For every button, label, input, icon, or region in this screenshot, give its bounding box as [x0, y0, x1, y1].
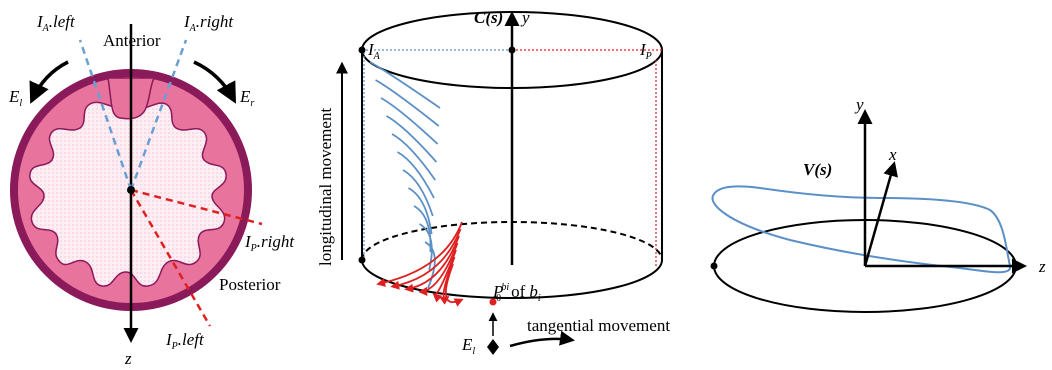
- blue-curve: [397, 151, 435, 199]
- blue-curve: [408, 187, 433, 235]
- y-label-cylinder: y: [520, 8, 530, 27]
- red-curve: [444, 263, 464, 307]
- er-arrow: [193, 60, 236, 104]
- blue-curve: [386, 115, 438, 163]
- top-center-point: [508, 46, 516, 54]
- ia-left-line: [78, 39, 133, 191]
- anterior-label: Anterior: [103, 31, 161, 50]
- ia-right-label: IA.right: [183, 12, 234, 34]
- z-label: z: [124, 349, 132, 368]
- bottom-ellipse-front: [361, 259, 663, 299]
- el-diamond: [487, 339, 499, 355]
- ia-point: [358, 46, 366, 54]
- contour-v: [711, 185, 1011, 274]
- x-axis-3d: [863, 161, 898, 267]
- panel-contour: V(s) y x z: [710, 95, 1046, 313]
- x-label-3d: x: [888, 145, 897, 164]
- red-curves: [376, 221, 464, 307]
- cs-label: C(s): [474, 8, 503, 27]
- red-curve: [432, 249, 457, 303]
- posterior-label: Posterior: [219, 275, 281, 294]
- ip-left-label: IP.left: [165, 330, 205, 352]
- tangential-arrow: [509, 330, 575, 348]
- y-label-3d: y: [854, 95, 864, 114]
- el-arrow: [29, 60, 69, 104]
- tangential-label: tangential movement: [527, 316, 670, 335]
- el-label-cylinder: El: [461, 335, 475, 357]
- contour-start-point: [710, 262, 718, 270]
- el-label: El: [8, 87, 22, 109]
- vs-label: V(s): [803, 160, 832, 179]
- red-curve: [418, 242, 459, 296]
- p0-point: [489, 298, 497, 306]
- ip-right-label: IP.right: [244, 232, 295, 254]
- z-label-3d: z: [1038, 257, 1046, 276]
- ip-left-line: [129, 189, 212, 327]
- lumen: [29, 101, 227, 287]
- ip-label-cylinder: IP: [639, 40, 652, 62]
- ia-label-cylinder: IA: [367, 40, 381, 62]
- er-label: Er: [239, 87, 254, 109]
- blue-curve: [375, 79, 440, 127]
- panel-cross-section: Anterior Posterior IA.left IA.right IP.r…: [8, 12, 295, 368]
- ia-right-line: [129, 39, 188, 191]
- blue-curve: [419, 223, 433, 271]
- red-curve: [404, 235, 460, 293]
- ip-right-line: [130, 188, 263, 226]
- blue-curves: [369, 61, 441, 289]
- blue-curve: [380, 97, 439, 145]
- bottom-left-point: [358, 256, 366, 264]
- longitudinal-label: longitudinal movement: [316, 108, 335, 266]
- center-point: [127, 186, 135, 194]
- blue-curve: [402, 169, 434, 217]
- ia-left-label: IA.left: [36, 12, 76, 34]
- blue-curve: [391, 133, 436, 181]
- red-curve: [376, 221, 463, 287]
- red-curve: [390, 228, 462, 290]
- blue-curve: [369, 61, 441, 109]
